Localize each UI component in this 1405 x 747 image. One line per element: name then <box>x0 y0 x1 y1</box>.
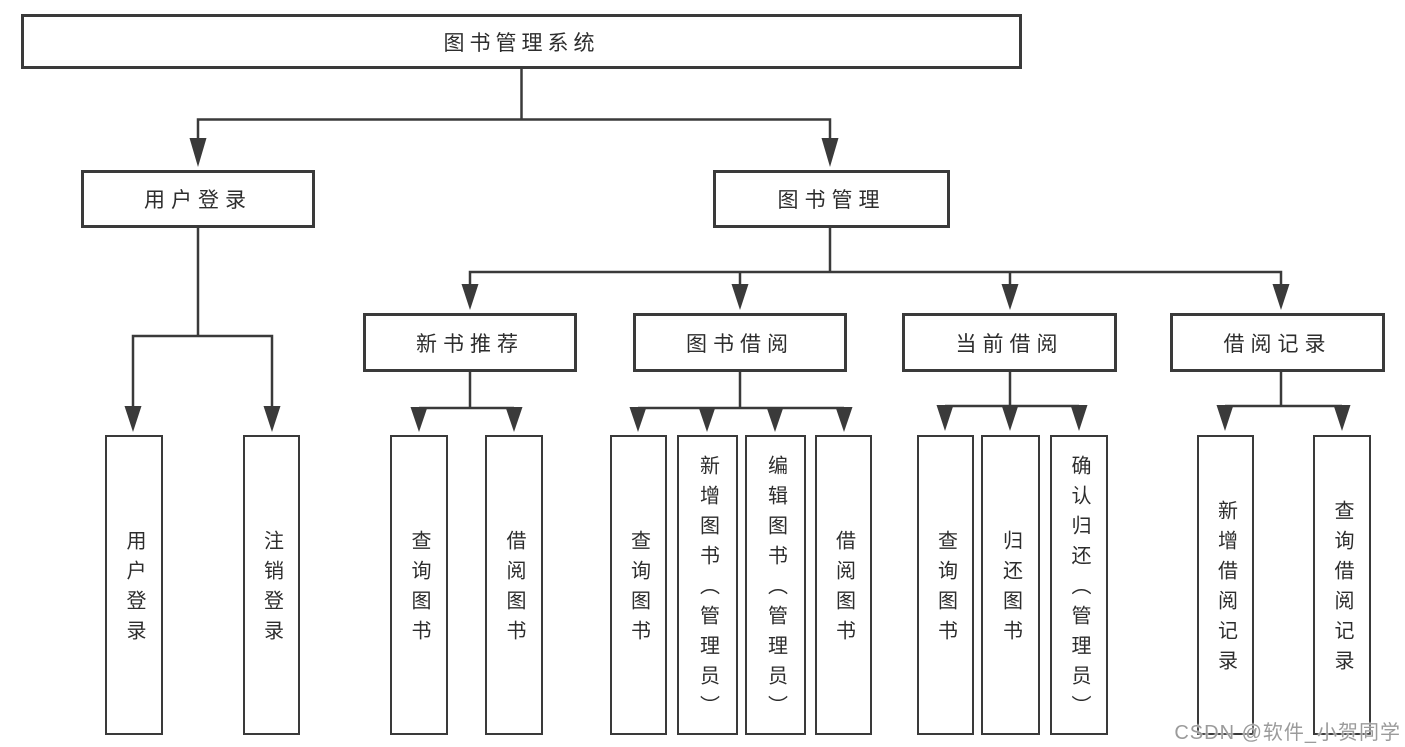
node-borrowing-records: 借阅记录 <box>1170 313 1385 372</box>
leaf-confirm-return-admin: 确认归还（管理员） <box>1050 435 1108 735</box>
leaf-label: 借阅图书 <box>503 530 525 650</box>
leaf-label: 注销登录 <box>260 530 283 650</box>
node-root: 图书管理系统 <box>21 14 1022 69</box>
leaf-query-books-recommend: 查询图书 <box>390 435 448 735</box>
node-book-management: 图书管理 <box>713 170 950 228</box>
leaf-label: 归还图书 <box>999 530 1022 650</box>
node-new-book-recommend: 新书推荐 <box>363 313 577 372</box>
leaf-edit-books-admin: 编辑图书（管理员） <box>745 435 806 735</box>
leaf-label: 查询图书 <box>934 530 957 650</box>
leaf-logout: 注销登录 <box>243 435 300 735</box>
leaf-label: 查询图书 <box>408 530 430 650</box>
leaf-label: 新增借阅记录 <box>1214 500 1237 680</box>
node-book-borrowing: 图书借阅 <box>633 313 847 372</box>
node-book-management-label: 图书管理 <box>777 189 886 212</box>
leaf-label: 确认归还（管理员） <box>1068 455 1090 725</box>
leaf-add-borrow-record: 新增借阅记录 <box>1197 435 1254 735</box>
node-root-label: 图书管理系统 <box>443 31 600 55</box>
node-borrowing-records-label: 借阅记录 <box>1223 332 1332 356</box>
csdn-watermark: CSDN @软件_小贺同学 <box>1174 722 1401 744</box>
leaf-label: 用户登录 <box>123 530 145 650</box>
node-current-borrowing-label: 当前借阅 <box>955 332 1064 356</box>
leaf-label: 查询图书 <box>627 530 650 650</box>
node-new-book-recommend-label: 新书推荐 <box>416 332 524 356</box>
leaf-borrow-books: 借阅图书 <box>815 435 872 735</box>
node-current-borrowing: 当前借阅 <box>902 313 1117 372</box>
arrowheads <box>124 138 1351 432</box>
leaf-label: 借阅图书 <box>832 530 855 650</box>
node-user-login-label: 用户登录 <box>144 189 252 212</box>
leaf-return-books: 归还图书 <box>981 435 1040 735</box>
leaf-label: 编辑图书（管理员） <box>764 455 787 725</box>
leaf-user-login: 用户登录 <box>105 435 163 735</box>
node-book-borrowing-label: 图书借阅 <box>686 332 794 356</box>
leaf-label: 新增图书（管理员） <box>696 455 719 725</box>
node-user-login: 用户登录 <box>81 170 315 228</box>
leaf-query-books-current: 查询图书 <box>917 435 974 735</box>
leaf-label: 查询借阅记录 <box>1331 500 1353 680</box>
leaf-borrow-books-recommend: 借阅图书 <box>485 435 543 735</box>
leaf-add-books-admin: 新增图书（管理员） <box>677 435 738 735</box>
leaf-query-books-borrowing: 查询图书 <box>610 435 667 735</box>
leaf-query-borrow-record: 查询借阅记录 <box>1313 435 1371 735</box>
